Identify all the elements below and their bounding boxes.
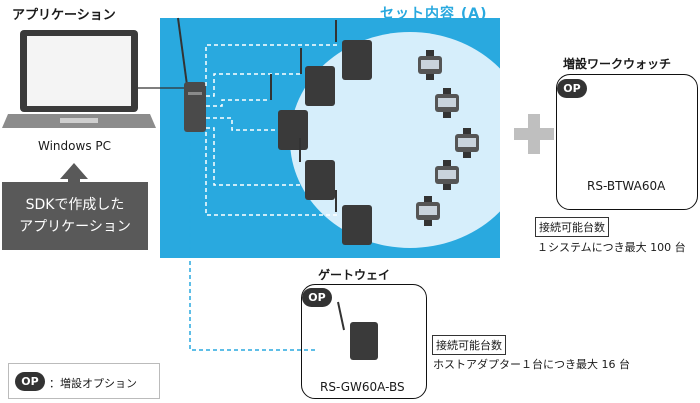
laptop-icon	[2, 30, 156, 128]
extra-watch-capacity-text: １システムにつき最大 100 台	[537, 241, 686, 254]
legend-text: ：増設オプション	[49, 377, 137, 390]
sdk-application-box: SDKで作成した アプリケーション	[2, 182, 148, 250]
gateway-capacity-text: ホストアダプター１台につき最大 16 台	[433, 358, 630, 371]
gateway-model: RS-GW60A-BS	[320, 380, 405, 394]
gateway-option-icon	[337, 301, 378, 360]
extra-watch-box: OP RS-BTWA60A	[556, 74, 698, 210]
plus-icon	[514, 114, 554, 154]
extra-watch-capacity-label: 接続可能台数	[535, 217, 609, 237]
gateway-box: OP RS-GW60A-BS	[301, 284, 427, 399]
gateway-capacity-label: 接続可能台数	[432, 335, 506, 355]
op-badge: OP	[15, 372, 45, 391]
up-arrow-icon	[60, 163, 88, 184]
legend-box: OP ：増設オプション	[8, 363, 160, 399]
windows-pc-label: Windows PC	[38, 139, 111, 153]
gateway-link	[189, 135, 318, 351]
sdk-line-1: SDKで作成した	[25, 197, 125, 213]
wireless-links	[205, 44, 340, 216]
extra-watch-heading: 増設ワークウォッチ	[563, 57, 672, 71]
gateway-heading: ゲートウェイ	[318, 268, 391, 282]
op-badge: OP	[557, 79, 587, 98]
watch-devices	[416, 50, 479, 226]
gateway-devices	[270, 20, 372, 245]
op-badge: OP	[302, 288, 332, 307]
watch-area-circle	[290, 32, 530, 248]
sdk-line-2: アプリケーション	[19, 219, 131, 235]
application-label: アプリケーション	[12, 8, 116, 23]
extra-watch-model: RS-BTWA60A	[587, 179, 666, 193]
host-adapter-device	[177, 17, 206, 132]
